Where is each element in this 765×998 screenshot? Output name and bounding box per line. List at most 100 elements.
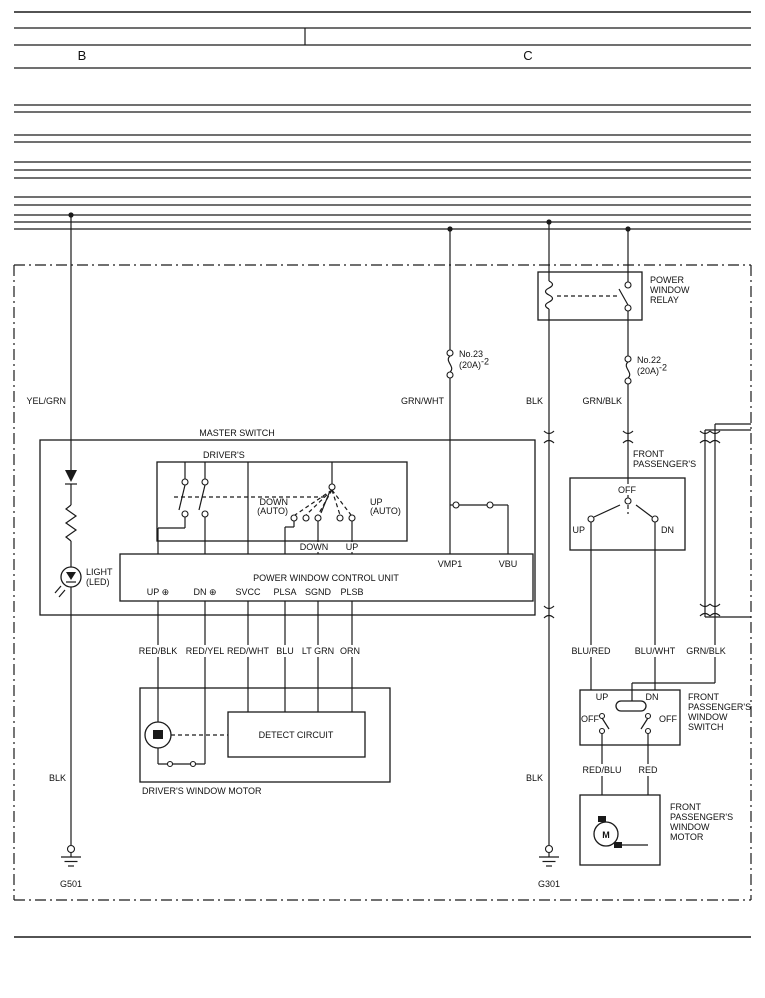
relay-label-3: RELAY [650,295,679,305]
terminal-plsb: PLSB [340,587,363,597]
diode-icon [65,470,77,482]
terminal-vmp1: VMP1 [438,559,463,569]
fpws-label-1: FRONT [688,692,719,702]
motor-icon [593,821,619,847]
up-auto-label-2: (AUTO) [370,506,401,516]
drivers-switch: DRIVER'S [156,450,408,554]
front-passenger-switch: FRONT PASSENGER'S OFF UP DN [569,449,696,551]
master-switch-title: MASTER SWITCH [199,428,275,438]
fp-up-label: UP [572,525,585,535]
jumper-terminal [452,501,460,509]
fp-off-label: OFF [618,485,636,495]
fp-label-1: FRONT [633,449,664,459]
ground-g501: G501 [60,844,82,889]
wire-label-blk-g301: BLK [526,773,543,783]
wire-label-grn-blk: GRN/BLK [582,396,622,406]
terminal-vbu: VBU [499,559,518,569]
wire-label-red-blk: RED/BLK [139,646,178,656]
terminal-sgnd: SGND [305,587,332,597]
master-switch: MASTER SWITCH LIGHT (LED) DRIVER'S [39,428,536,616]
control-unit-title: POWER WINDOW CONTROL UNIT [253,573,399,583]
fuse22-number: No.22 [637,355,661,365]
wire-label-red-blu: RED/BLU [582,765,621,775]
wire-label-red-wht: RED/WHT [227,646,269,656]
jumper-terminal [486,501,494,509]
down-auto-label-2: (AUTO) [257,506,288,516]
wire-labels: YEL/GRN GRN/WHT BLK GRN/BLK RED/BLK RED/… [26,396,728,783]
light-label-1: LIGHT [86,567,113,577]
section-label-c: C [523,48,532,63]
front-passenger-window-switch: UP DN OFF OFF FRONT PASSENGER'S WINDOW S… [579,689,751,746]
fpws-label-2: PASSENGER'S [688,702,751,712]
terminal-dn: DN ⊕ [193,587,216,597]
power-window-control-unit: POWER WINDOW CONTROL UNIT VMP1 VBU UP ⊕ … [119,553,534,602]
power-window-relay: POWER WINDOW RELAY [537,271,690,321]
rocker-actuator-icon [615,700,647,712]
switch-arm [593,504,621,518]
fpm-label-2: PASSENGER'S [670,812,733,822]
wire-label-blu-red: BLU/RED [571,646,611,656]
detect-circuit: DETECT CIRCUIT [227,711,366,758]
terminal-svcc: SVCC [235,587,261,597]
fpws-label-3: WINDOW [688,712,728,722]
relay-label-2: WINDOW [650,285,690,295]
drivers-window-motor: DETECT CIRCUIT DRIVER'S WINDOW MOTOR [139,687,391,796]
fuse-icon [625,361,631,379]
fp-label-2: PASSENGER'S [633,459,696,469]
wire-label-orn: ORN [340,646,360,656]
wire-label-lt-grn: LT GRN [302,646,334,656]
fuse22-rating: (20A)-2 [637,363,667,377]
switch-arm [640,717,649,730]
inline-connector-marks [543,430,721,619]
fuse-icon [447,355,453,373]
fpws-off-right-label: OFF [659,714,677,724]
bus-lines [14,11,751,232]
relay-contact-arm [618,288,629,306]
ground-g301-label: G301 [538,879,560,889]
motor-m-label: M [602,830,610,840]
wire-label-blk: BLK [526,396,543,406]
light-label-2: (LED) [86,577,110,587]
fp-dn-label: DN [661,525,674,535]
fpm-label-3: WINDOW [670,822,710,832]
fpm-label-1: FRONT [670,802,701,812]
switch-arm [635,504,653,518]
fpws-off-left-label: OFF [581,714,599,724]
wire-label-blu: BLU [276,646,294,656]
wire-label-yel-grn: YEL/GRN [26,396,66,406]
switch-arm [601,717,610,730]
fuse23-number: No.23 [459,349,483,359]
ground-g501-label: G501 [60,879,82,889]
wire-label-blu-wht: BLU/WHT [635,646,676,656]
terminal-plsa: PLSA [273,587,296,597]
wire-label-grn-blk-right: GRN/BLK [686,646,726,656]
fpws-dn-label: DN [646,692,659,702]
relay-coil-icon [544,280,554,310]
detect-circuit-label: DETECT CIRCUIT [259,730,334,740]
led-indicator: LIGHT (LED) [54,470,113,598]
fpws-label-4: SWITCH [688,722,724,732]
terminal-up: UP ⊕ [147,587,169,597]
down-auto-label-1: DOWN [260,497,289,507]
ground-g301: G301 [538,844,560,889]
wire-label-grn-wht: GRN/WHT [401,396,444,406]
fuse-no22: No.22 (20A)-2 [624,355,667,385]
section-label-b: B [78,48,87,63]
wires [70,215,751,845]
front-passenger-window-motor: M FRONT PASSENGER'S WINDOW MOTOR [579,794,733,866]
wire-label-up: UP [346,542,359,552]
wire-label-red: RED [638,765,658,775]
drivers-label: DRIVER'S [203,450,245,460]
fuse-no23: No.23 (20A)-2 [446,349,489,379]
wire-label-down: DOWN [300,542,329,552]
up-auto-label-1: UP [370,497,383,507]
switch-arm [320,490,331,514]
resistor-icon [64,504,78,542]
relay-label-1: POWER [650,275,685,285]
fpws-up-label: UP [596,692,609,702]
drivers-window-motor-label: DRIVER'S WINDOW MOTOR [142,786,262,796]
wire-label-red-yel: RED/YEL [186,646,225,656]
fpm-label-4: MOTOR [670,832,704,842]
